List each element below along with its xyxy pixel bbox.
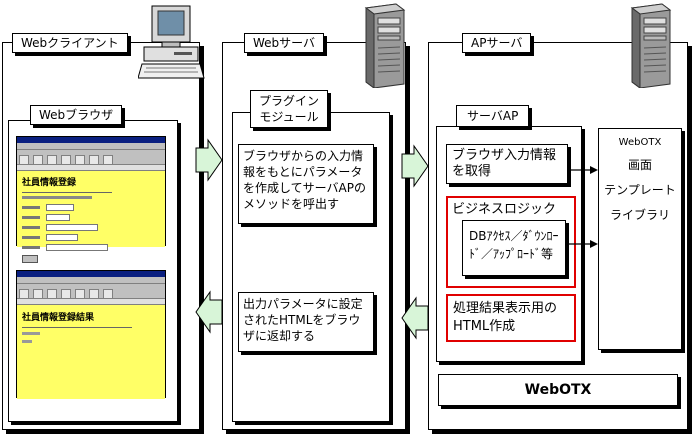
form-field-row [22, 204, 160, 211]
browser-form-screen: 社員情報登録 [16, 136, 166, 263]
browser-menu-bar [17, 277, 165, 284]
webotx-library-line3: テンプレート [604, 183, 676, 197]
webotx-footer-box: WebOTX [438, 374, 678, 406]
plugin-request-box: ブラウザからの入力情報をもとにパラメータを作成してサーバAPのメソッドを呼出す [238, 144, 374, 224]
result-page-title: 社員情報登録結果 [22, 313, 95, 323]
browser-result-screen: 社員情報登録結果 [16, 270, 166, 399]
web-server-label: Webサーバ [244, 33, 325, 53]
result-page-content: 社員情報登録結果 [17, 305, 165, 399]
webotx-library-line2: 画面 [627, 158, 652, 172]
browser-address-bar [17, 165, 165, 171]
plugin-module-label: プラグイン モジュール [250, 90, 329, 128]
plugin-module-label-line1: プラグイン [259, 94, 320, 108]
get-input-box: ブラウザ入力情報を取得 [446, 144, 568, 184]
html-create-box: 処理結果表示用のHTML作成 [446, 294, 576, 342]
tower-server-icon [622, 2, 674, 88]
form-field-row [22, 214, 160, 221]
webotx-library-box: WebOTX 画面 テンプレート ライブラリ [598, 128, 682, 350]
form-submit-button [22, 255, 38, 263]
plugin-response-box: 出力パラメータに設定されたHTMLをブラウザに返却する [238, 292, 374, 352]
webotx-library-line1: WebOTX [618, 137, 662, 148]
browser-menu-bar [17, 143, 165, 150]
webotx-library-line4: ライブラリ [609, 208, 670, 222]
web-browser-label: Webブラウザ [30, 105, 123, 125]
server-ap-label: サーバAP [456, 105, 530, 127]
browser-title-bar [17, 271, 165, 277]
form-field-row [22, 244, 160, 251]
browser-title-bar [17, 137, 165, 143]
tower-server-icon [356, 2, 408, 88]
db-access-box: DBｱｸｾｽ／ﾀﾞｳﾝﾛｰﾄﾞ／ｱｯﾌﾟﾛｰﾄﾞ等 [462, 220, 566, 276]
browser-toolbar [17, 284, 165, 299]
browser-toolbar [17, 150, 165, 165]
ap-server-label: APサーバ [462, 33, 532, 53]
browser-address-bar [17, 299, 165, 305]
plugin-module-label-line2: モジュール [259, 110, 319, 124]
web-client-label: Webクライアント [12, 33, 128, 53]
desktop-computer-icon [138, 4, 210, 84]
business-logic-label: ビジネスロジック [452, 202, 557, 217]
form-page-title: 社員情報登録 [22, 178, 77, 188]
form-page-content: 社員情報登録 [17, 171, 165, 263]
form-field-row [22, 234, 160, 241]
form-field-row [22, 224, 160, 231]
